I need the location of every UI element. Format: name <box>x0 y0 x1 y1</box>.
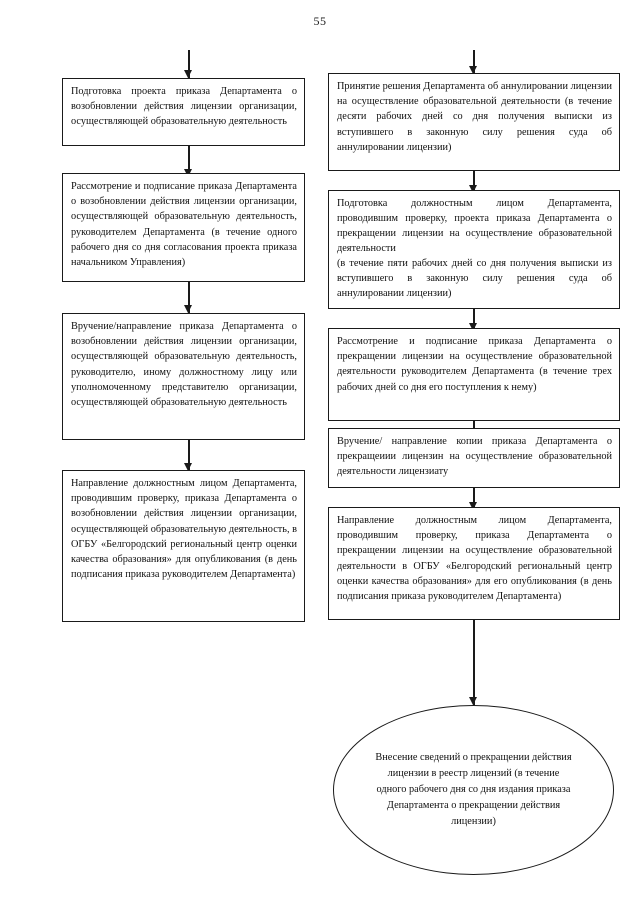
terminal-node-register-entry: Внесение сведений о прекращении действия… <box>333 705 614 875</box>
terminal-node-text: Внесение сведений о прекращении действия… <box>375 752 572 827</box>
connector-right-4-to-right-5 <box>473 488 475 510</box>
connector-right-2-to-right-3 <box>473 309 475 331</box>
node-left-4: Направление должностным лицом Департамен… <box>62 470 305 622</box>
arrowhead-into-left-3 <box>184 305 193 313</box>
arrowhead-into-right-2 <box>469 185 478 193</box>
node-right-1: Принятие решения Департамента об аннулир… <box>328 73 620 171</box>
connector-left-3-to-left-4 <box>188 440 190 471</box>
arrowhead-into-terminal <box>469 697 478 705</box>
node-right-2-text: Подготовка должностным лицом Департамент… <box>337 198 612 254</box>
node-right-4: Вручение/ направление копии приказа Депа… <box>328 428 620 488</box>
node-right-2: Подготовка должностным лицом Департамент… <box>328 190 620 309</box>
node-left-2: Рассмотрение и подписание приказа Департ… <box>62 173 305 282</box>
node-left-1: Подготовка проекта приказа Департамента … <box>62 78 305 146</box>
page-number: 55 <box>313 14 327 28</box>
node-right-3: Рассмотрение и подписание приказа Департ… <box>328 328 620 421</box>
connector-left-2-to-left-3 <box>188 282 190 313</box>
connector-left-1-to-left-2 <box>188 146 190 177</box>
node-right-2-continuation-text: (в течение пяти рабочих дней со дня полу… <box>337 258 612 299</box>
node-right-5: Направление должностным лицом Департамен… <box>328 507 620 620</box>
connector-into-right-1 <box>473 50 475 73</box>
arrowhead-into-right-3 <box>469 323 478 331</box>
arrowhead-into-left-1 <box>184 70 193 78</box>
arrowhead-into-left-4 <box>184 463 193 471</box>
arrowhead-into-right-1 <box>469 66 478 74</box>
connector-right-1-to-right-2 <box>473 171 475 193</box>
arrowhead-into-right-5 <box>469 502 478 510</box>
node-left-3: Вручение/направление приказа Департамент… <box>62 313 305 440</box>
connector-into-left-1 <box>188 50 190 78</box>
connector-right-5-to-terminal <box>473 620 475 705</box>
